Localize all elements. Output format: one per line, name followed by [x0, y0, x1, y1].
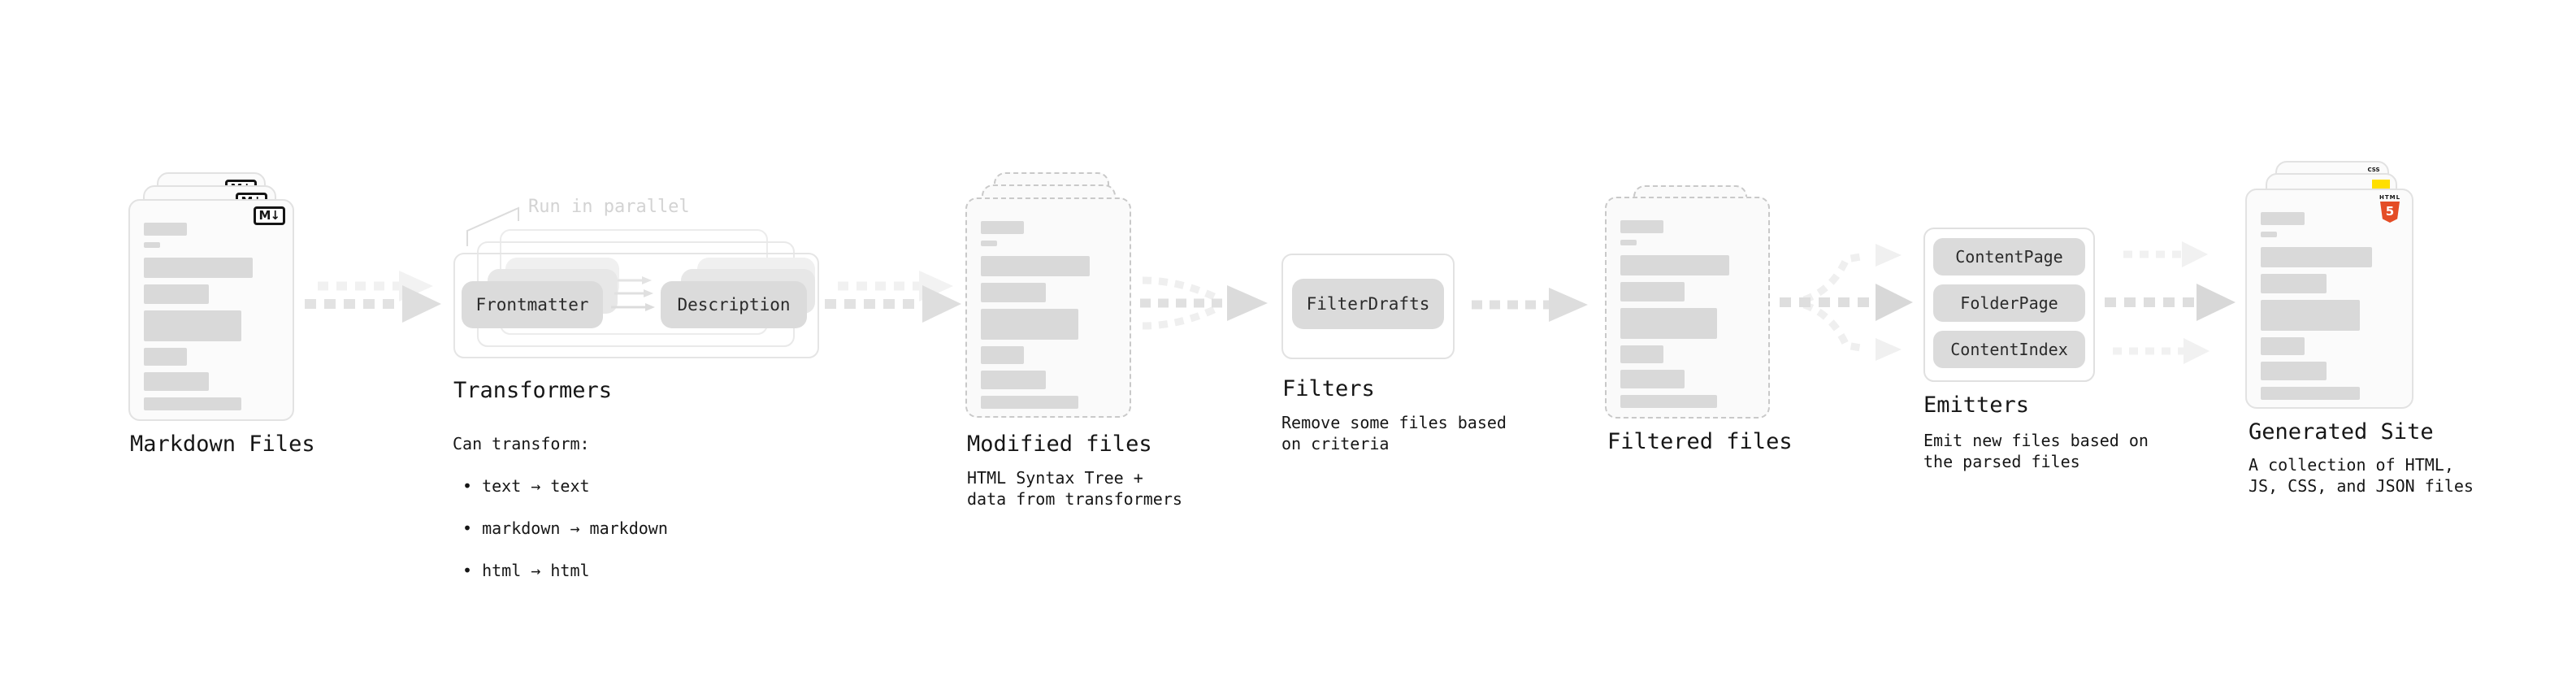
document-text-lines: [144, 223, 279, 410]
html5-icon: HTML 5: [2379, 194, 2400, 223]
modified-file-card-front: [965, 197, 1131, 418]
pill-label: ContentPage: [1955, 247, 2063, 267]
stage-title-generated-site: Generated Site: [2249, 419, 2434, 445]
stage-title-filters: Filters: [1282, 376, 1375, 401]
parallel-arrows-icon: [611, 276, 655, 311]
flow-arrow-transformers-to-modified: [825, 271, 961, 323]
stage-title-modified-files: Modified files: [967, 432, 1152, 457]
bullet-item: • text → text: [462, 476, 590, 496]
markdown-icon: M↓: [253, 206, 285, 225]
stage-title-emitters: Emitters: [1923, 393, 2030, 418]
emitter-pill-folderpage: FolderPage: [1933, 284, 2085, 322]
filter-pill-filterdrafts: FilterDrafts: [1292, 279, 1444, 329]
generated-caption: A collection of HTML, JS, CSS, and JSON …: [2249, 455, 2474, 496]
transformers-caption: Can transform: • text → text • markdown …: [453, 412, 668, 602]
flow-arrow-markdown-to-transformers: [305, 271, 441, 323]
js-icon: [2372, 180, 2390, 189]
annotation-run-in-parallel: Run in parallel: [528, 197, 690, 217]
pill-label: FilterDrafts: [1306, 294, 1430, 314]
transformer-layer-box-front: [453, 253, 819, 358]
flow-arrow-emitters-to-generated: [2105, 241, 2236, 364]
pill-label: ContentIndex: [1950, 340, 2068, 359]
flow-arrow-modified-to-filters: [1140, 276, 1268, 330]
stage-title-markdown-files: Markdown Files: [130, 432, 315, 457]
css-icon-label: CSS: [2367, 167, 2380, 173]
annotation-leader-line: [466, 206, 519, 246]
document-text-lines: [1620, 220, 1754, 408]
html5-icon-shield: 5: [2380, 202, 2400, 223]
transformer-pill-description: Description: [661, 281, 807, 328]
bullet-item: • html → html: [462, 561, 590, 580]
filters-caption: Remove some files based on criteria: [1281, 413, 1507, 453]
bullet-item: • markdown → markdown: [462, 518, 668, 538]
pill-label: Frontmatter: [475, 295, 589, 314]
generated-file-card-html: HTML 5: [2245, 189, 2413, 409]
flow-arrow-filters-to-filtered: [1472, 288, 1588, 322]
emitter-pill-contentpage: ContentPage: [1933, 238, 2085, 275]
modified-caption: HTML Syntax Tree + data from transformer…: [967, 468, 1182, 509]
document-text-lines: [2261, 212, 2398, 400]
caption-line: Can transform:: [453, 434, 590, 453]
pill-label: Description: [677, 295, 791, 314]
stage-title-transformers: Transformers: [453, 378, 613, 403]
emitters-caption: Emit new files based on the parsed files: [1923, 431, 2149, 471]
stage-title-filtered-files: Filtered files: [1607, 429, 1793, 454]
document-text-lines: [981, 221, 1116, 409]
flow-arrow-filtered-to-emitters: [1780, 244, 1913, 361]
pill-label: FolderPage: [1960, 293, 2058, 313]
markdown-file-card-front: M↓: [128, 199, 294, 421]
emitter-pill-contentindex: ContentIndex: [1933, 331, 2085, 368]
transformer-pill-frontmatter: Frontmatter: [462, 281, 603, 328]
html5-icon-label: HTML: [2379, 194, 2401, 201]
filtered-file-card-front: [1605, 197, 1770, 419]
